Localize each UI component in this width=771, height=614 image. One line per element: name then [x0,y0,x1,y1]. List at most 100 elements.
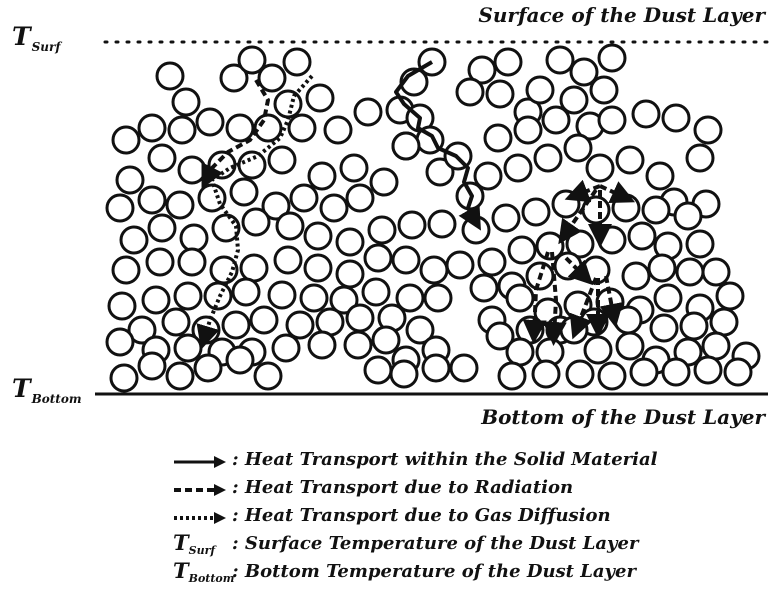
legend-tsurf-symbol: TSurf [173,530,216,557]
dust-particle [513,115,543,145]
dust-particle [345,183,375,213]
dust-particle [701,331,731,361]
dust-particle [425,157,455,187]
dust-particle [319,193,349,223]
legend-item-gas: : Heat Transport due to Gas Diffusion [170,504,730,532]
heat-paths [196,60,636,350]
dust-particle [303,253,333,283]
dust-particle [653,283,683,313]
dust-particle [107,291,137,321]
dust-particle [323,115,353,145]
dust-particle [419,255,449,285]
dust-particle [343,330,373,360]
dust-particle [423,283,453,313]
surface-label: Surface of the Dust Layer [478,3,765,27]
dust-particle [485,79,515,109]
dust-particle [505,337,535,367]
dust-particle [137,351,167,381]
dust-particle [253,113,283,143]
dust-particle [127,315,157,345]
dust-particle [615,331,645,361]
dust-particle [531,359,561,389]
dust-particle [545,45,575,75]
dust-particle [307,161,337,191]
dust-particle [137,185,167,215]
legend-text-tbottom: : Bottom Temperature of the Dust Layer [232,561,636,582]
dust-particle [137,113,167,143]
radiation-arrow [564,179,601,203]
dust-particle [165,361,195,391]
legend-tbottom-symbol: TBottom [173,558,235,585]
dust-particle [173,333,203,363]
dust-particle [119,225,149,255]
dust-particle [275,211,305,241]
dotted-arrow-icon [174,512,226,524]
dust-particle [273,245,303,275]
dust-particle [257,63,287,93]
t-surf-label: TSurf [12,22,61,54]
dust-particle [161,307,191,337]
dust-particle [361,277,391,307]
dust-particle [231,277,261,307]
dust-particle [171,87,201,117]
dust-particle [541,105,571,135]
dust-particle [629,357,659,387]
dust-particle [597,361,627,391]
dust-particle [503,153,533,183]
dust-particle [641,195,671,225]
dust-particle [115,165,145,195]
dust-particle [693,115,723,145]
dust-particle [497,361,527,391]
dust-particle [585,153,615,183]
dust-particle [559,85,589,115]
dust-particle [525,75,555,105]
dust-particle [109,363,139,393]
dust-particle [237,45,267,75]
dust-particle [693,355,723,385]
dust-particle [145,247,175,277]
dust-particle [469,273,499,303]
gas-diffusion-arrow [196,74,314,350]
dust-particle [299,283,329,313]
dust-particle [709,307,739,337]
dust-particle [303,221,333,251]
dust-particles [105,43,761,393]
dust-particle [369,167,399,197]
dust-particle [307,330,337,360]
dust-particle [485,321,515,351]
legend-text-solid: : Heat Transport within the Solid Materi… [232,449,658,470]
dust-particle [391,245,421,275]
radiation-arrow [542,251,567,346]
dust-particle [285,310,315,340]
dust-particle [329,285,359,315]
dust-particle [685,143,715,173]
radiation-arrow [599,181,636,204]
dust-particle [673,201,703,231]
dust-particle [241,207,271,237]
dust-particle [491,203,521,233]
dust-particle [155,61,185,91]
dust-particle [219,63,249,93]
dust-particle [253,361,283,391]
dust-particle [147,213,177,243]
radiation-arrow [564,256,594,286]
dust-particle [565,359,595,389]
dust-particle [225,345,255,375]
dust-particle [533,143,563,173]
dust-particle [535,231,565,261]
dust-particle [371,325,401,355]
dust-particle [483,123,513,153]
dust-particle [467,55,497,85]
legend-item-radiation: : Heat Transport due to Radiation [170,476,730,504]
radiation-arrow [522,251,550,344]
dust-particle [615,145,645,175]
dust-particle [445,250,475,280]
dust-particle [111,125,141,155]
dust-particle [335,259,365,289]
dust-particle [179,223,209,253]
dust-particle [141,285,171,315]
dust-particle [195,107,225,137]
dust-particle [353,97,383,127]
dust-particle [427,209,457,239]
dust-particle [221,310,251,340]
